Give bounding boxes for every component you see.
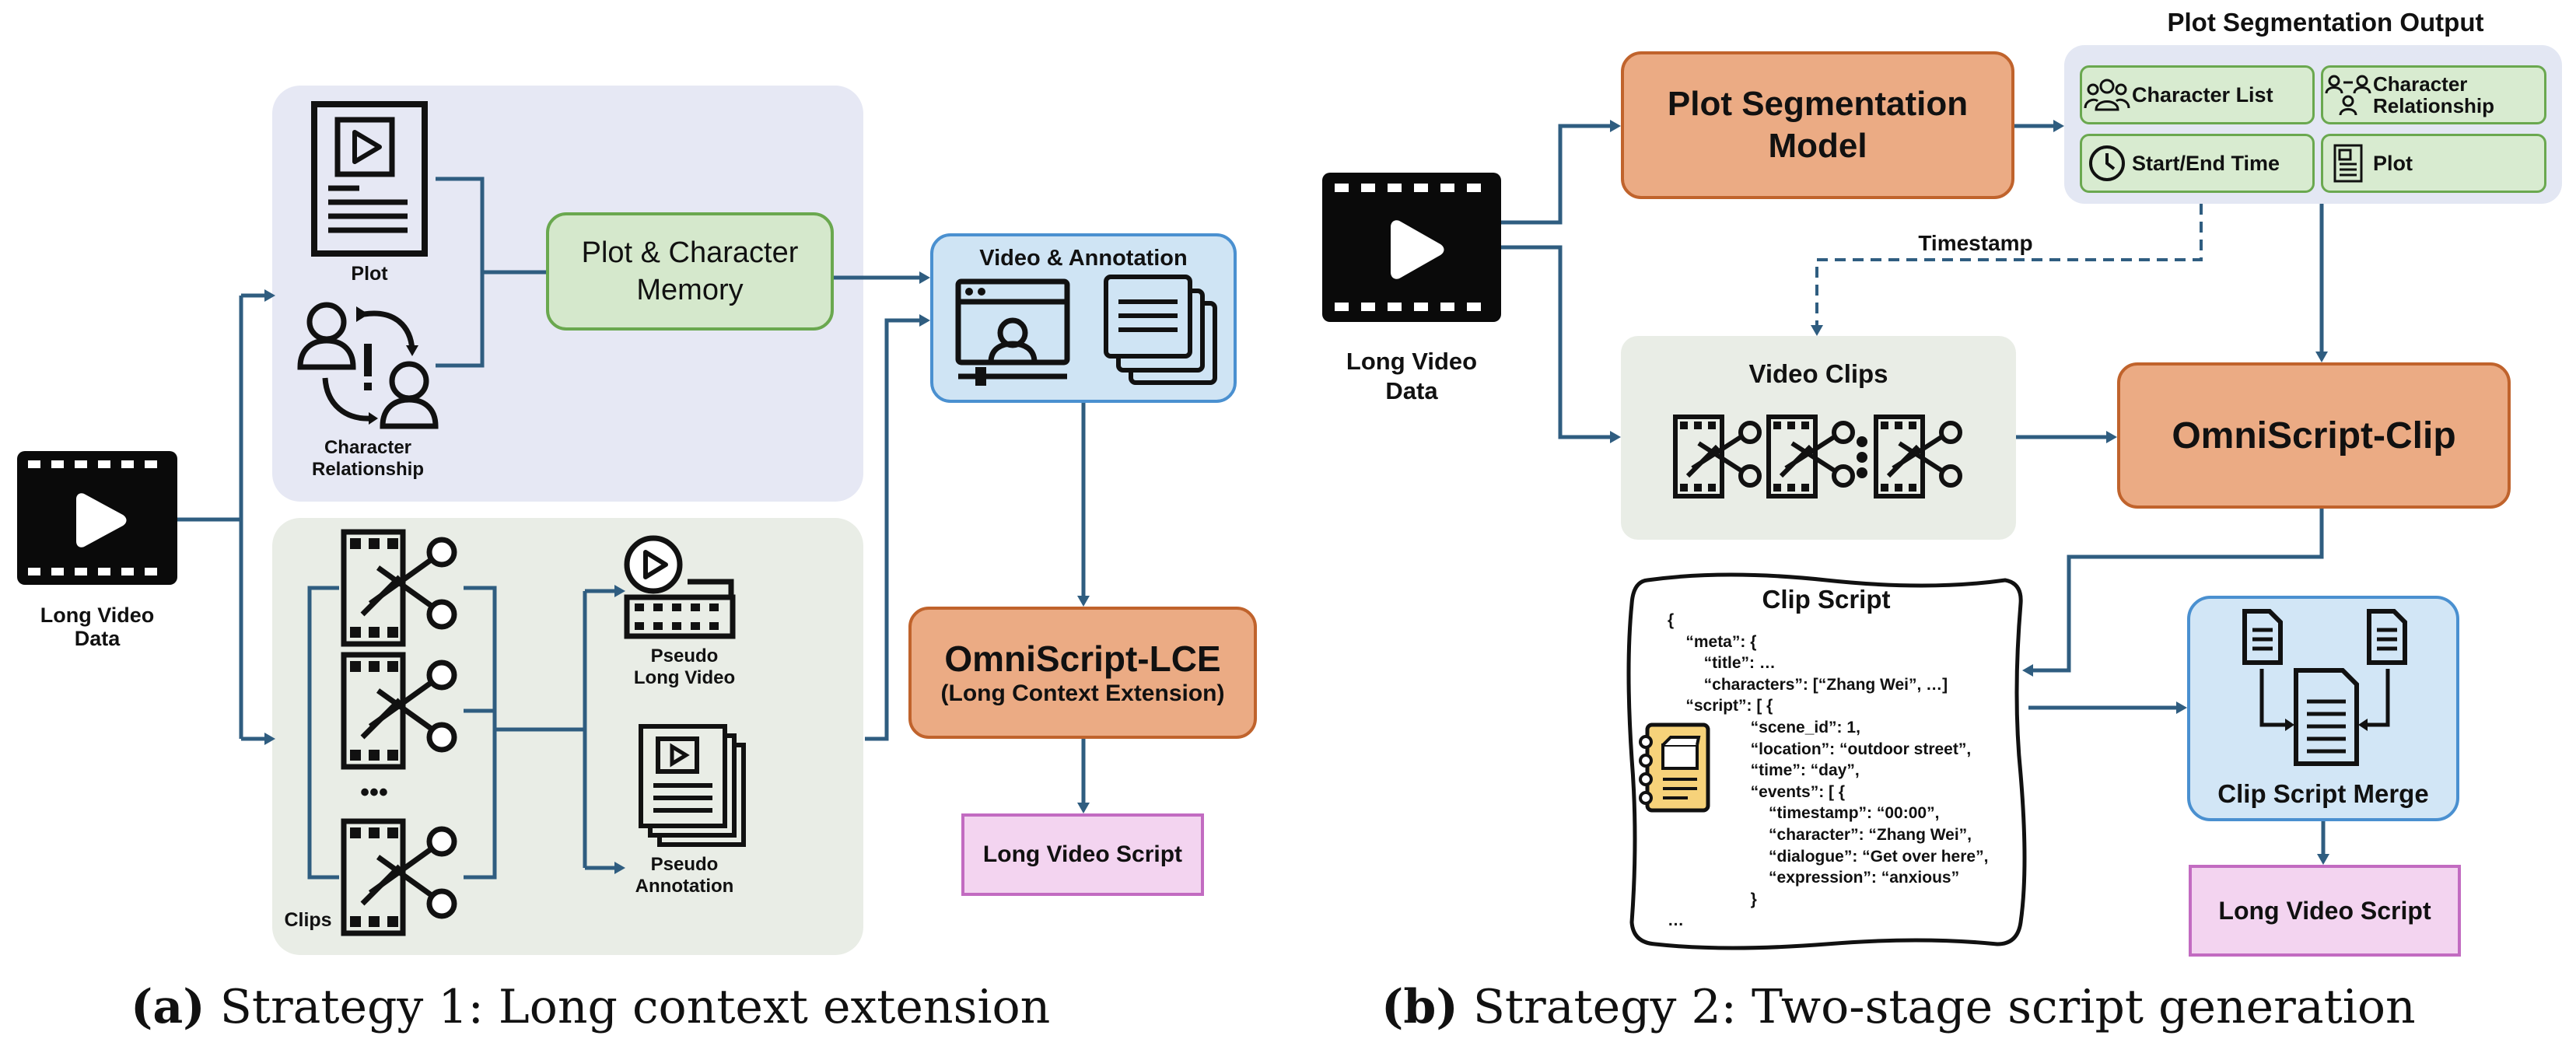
- clip-script-border: [1626, 572, 2027, 950]
- film-play-icon: [1322, 173, 1501, 322]
- clapperboard-notebook-icon: [1639, 722, 1710, 813]
- right-caption-prefix: (b): [1381, 980, 1458, 1034]
- omniscript-clip-box: OmniScript-Clip: [2117, 362, 2511, 509]
- segmentation-model-box: Plot Segmentation Model: [1621, 51, 2014, 199]
- clip-scissors-icon: [341, 818, 457, 936]
- clip-scissors-icon: [1766, 415, 1855, 499]
- video-annotation-title: Video & Annotation: [979, 246, 1188, 271]
- film-play-icon: [17, 451, 177, 585]
- clip-script-line: “time”: “day”,: [1714, 761, 1860, 780]
- lce-subtitle: (Long Context Extension): [940, 680, 1225, 706]
- segmentation-model-label: Plot Segmentation Model: [1667, 85, 1969, 165]
- clip-script-line: “meta”: {: [1668, 632, 1757, 651]
- clip-script-line: “events”: [ {: [1714, 782, 1846, 801]
- clip-script-line: “expression”: “anxious”: [1714, 869, 1960, 887]
- seg-item-label: Character List: [2132, 83, 2273, 107]
- clip-scissors-icon: [341, 652, 457, 770]
- document-stack-icon: [639, 724, 746, 847]
- lce-title: OmniScript-LCE: [944, 638, 1221, 679]
- character-relationship-icon: [297, 302, 439, 429]
- clips-ellipsis: •••: [360, 778, 388, 807]
- memory-label: Plot & Character Memory: [581, 236, 799, 306]
- clip-script-line: {: [1668, 611, 1675, 629]
- pseudo-video-label: Pseudo Long Video: [633, 645, 736, 688]
- character-list-item: Character List: [2080, 65, 2315, 124]
- clip-scissors-icon: [1874, 415, 1962, 499]
- clip-script-line: “characters”: [“Zhang Wei”, …]: [1668, 675, 1948, 694]
- omniscript-lce-box: OmniScript-LCE (Long Context Extension): [908, 607, 1257, 739]
- clip-script-line: “dialogue”: “Get over here”,: [1714, 847, 1989, 866]
- clip-script-line: …: [1668, 911, 1684, 930]
- right-caption-text: Strategy 2: Two-stage script generation: [1472, 980, 2416, 1034]
- pseudo-annotation-label: Pseudo Annotation: [635, 854, 734, 897]
- plot-item: Plot: [2321, 134, 2546, 193]
- film-reel-play-icon: [624, 535, 736, 639]
- timestamp-label: Timestamp: [1918, 231, 2033, 255]
- clip-scissors-icon: [1673, 415, 1762, 499]
- left-input-label: Long Video Data: [40, 603, 155, 650]
- clip-model-label: OmniScript-Clip: [2172, 415, 2456, 457]
- clip-script-line: “scene_id”: 1,: [1714, 719, 1860, 736]
- relationship-label: Character Relationship: [311, 437, 424, 480]
- left-output-label: Long Video Script: [982, 841, 1183, 867]
- ellipsis-dots-icon: [1857, 436, 1867, 478]
- start-end-time-item: Start/End Time: [2080, 134, 2315, 193]
- clip-script-line: “title”: …: [1668, 654, 1776, 673]
- clock-icon: [2082, 136, 2132, 191]
- clip-script-line: “timestamp”: “00:00”,: [1714, 804, 1940, 823]
- seg-output-title: Plot Segmentation Output: [2167, 8, 2484, 37]
- clip-script-title: Clip Script: [1762, 585, 1891, 614]
- left-caption-text: Strategy 1: Long context extension: [219, 980, 1051, 1034]
- character-relationship-item: Character Relationship: [2321, 65, 2546, 124]
- script-document-icon: [2323, 136, 2373, 191]
- memory-box: Plot & Character Memory: [546, 212, 834, 331]
- clips-panel: [272, 518, 863, 955]
- clip-script-line: “character”: “Zhang Wei”,: [1714, 826, 1972, 844]
- left-output-box: Long Video Script: [961, 813, 1204, 896]
- right-output-box: Long Video Script: [2189, 865, 2461, 957]
- clip-scissors-icon: [341, 529, 457, 647]
- right-input-label: Long Video Data: [1346, 348, 1478, 404]
- clip-script-line: “script”: [ {: [1668, 697, 1773, 715]
- relationship-icon: [2323, 68, 2373, 122]
- video-clips-title: Video Clips: [1748, 359, 1888, 388]
- plot-document-icon: [311, 101, 428, 257]
- left-caption: (a) Strategy 1: Long context extension: [131, 980, 1050, 1034]
- left-caption-prefix: (a): [131, 980, 205, 1034]
- clips-label: Clips: [284, 909, 332, 931]
- right-caption: (b) Strategy 2: Two-stage script generat…: [1381, 980, 2416, 1034]
- merge-documents-icon: [2242, 609, 2407, 766]
- video-player-icon: [955, 278, 1070, 386]
- annotation-stack-icon: [1104, 275, 1217, 385]
- right-output-label: Long Video Script: [2218, 896, 2431, 925]
- right-connectors: [1501, 120, 2329, 865]
- seg-item-label: Character Relationship: [2373, 72, 2495, 117]
- merge-label: Clip Script Merge: [2217, 779, 2429, 808]
- plot-label: Plot: [351, 263, 388, 285]
- people-icon: [2082, 68, 2132, 122]
- clip-script-line: }: [1714, 890, 1757, 908]
- left-connectors: [177, 177, 1090, 880]
- clip-script-line: “location”: “outdoor street”,: [1714, 740, 1972, 758]
- clip-script-json: { “meta”: { “title”: … “characters”: [“Z…: [1668, 611, 2018, 938]
- seg-item-label: Plot: [2373, 152, 2413, 175]
- seg-item-label: Start/End Time: [2132, 152, 2280, 175]
